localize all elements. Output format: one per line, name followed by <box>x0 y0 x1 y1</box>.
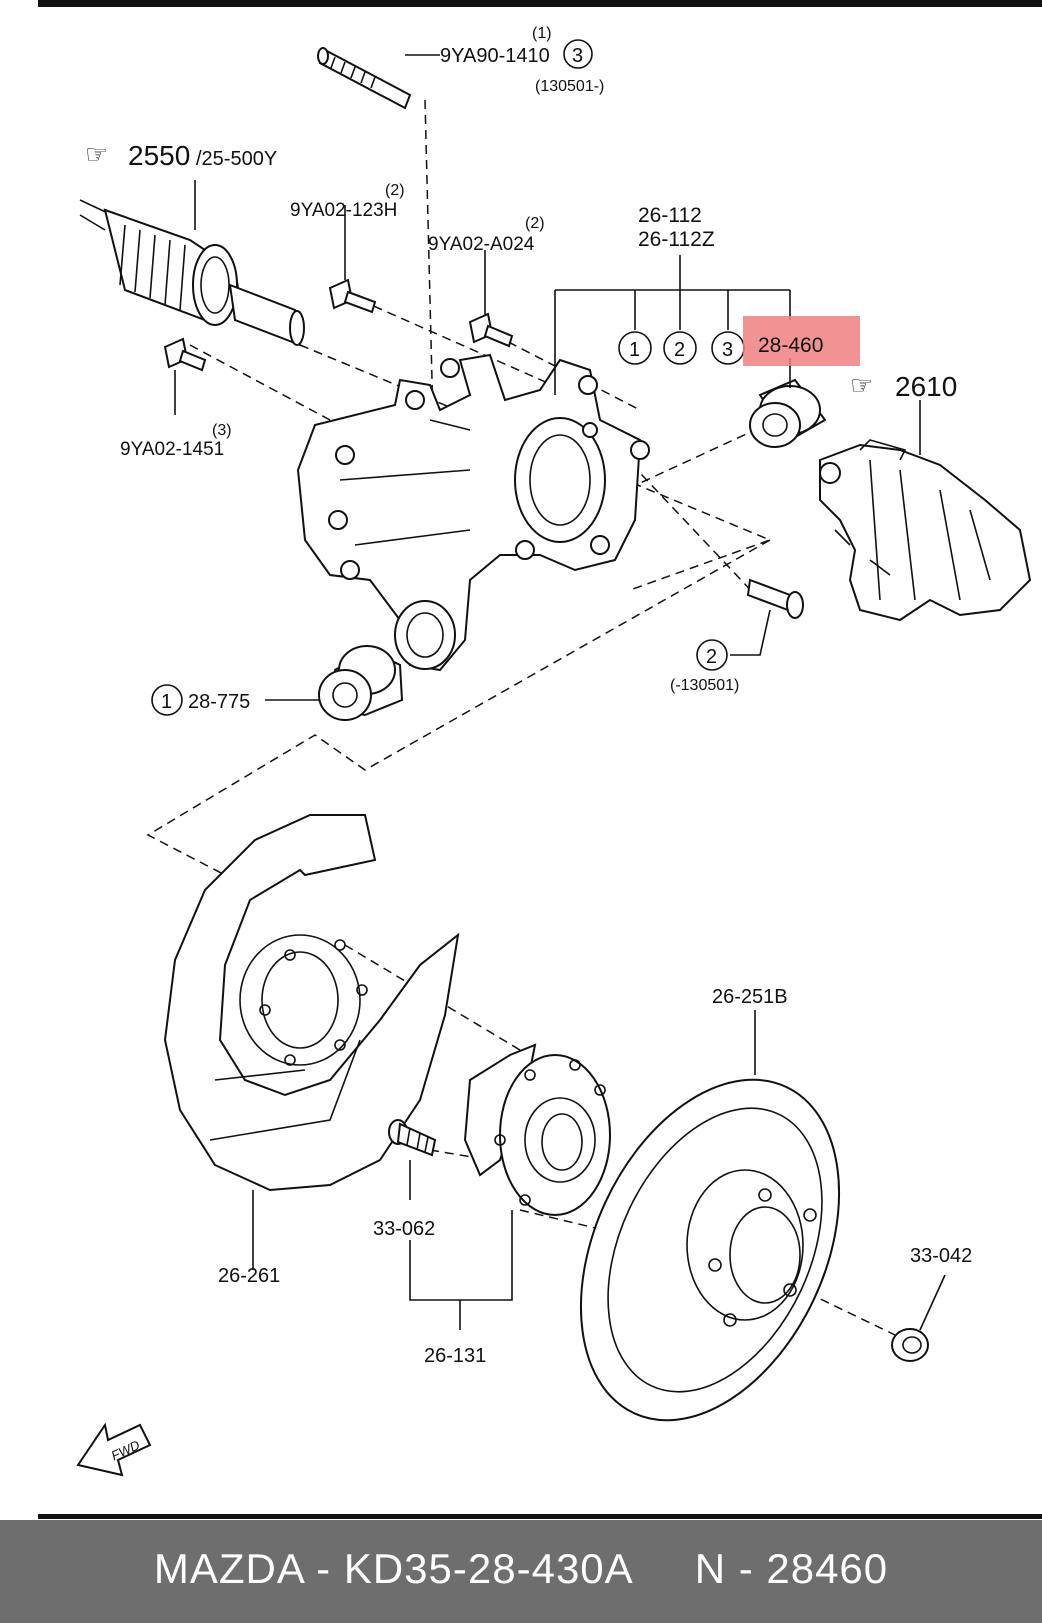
label-circle-2: 2 <box>674 339 685 361</box>
bolt-lower-illustration <box>746 578 804 619</box>
label-bolt-a024: 9YA02-A024 <box>428 234 535 255</box>
bushing-28-460-illustration <box>749 378 827 448</box>
label-knuckle-1: 26-112 <box>638 204 702 227</box>
exploded-parts-diagram: (1) 9YA90-1410 3 (130501-) ☞ 2550 /25-50… <box>76 25 1032 1477</box>
label-ref-2550-sub: /25-500Y <box>196 148 277 170</box>
bolt-9ya02-1451-illustration <box>163 337 207 372</box>
label-bolt-lower-circle: 2 <box>706 646 717 668</box>
label-ref-2550: 2550 <box>128 140 190 171</box>
label-nut: 33-042 <box>910 1245 972 1267</box>
bolt-9ya02-a024-illustration <box>468 312 514 348</box>
label-hub: 26-131 <box>424 1345 486 1367</box>
label-bolt-123h: 9YA02-123H <box>290 200 397 221</box>
bolt-lower-circle-ring <box>696 639 728 671</box>
knuckle-illustration <box>296 353 650 672</box>
brake-disc-illustration <box>579 1078 841 1422</box>
label-bushing-highlight: 28-460 <box>758 334 823 357</box>
hand-pointer-icon: ☞ <box>85 139 108 169</box>
label-stud-date: (130501-) <box>535 78 604 95</box>
label-bolt-1451: 9YA02-1451 <box>120 439 224 460</box>
circle-2-ring <box>663 331 697 365</box>
dust-shield-illustration <box>163 814 460 1192</box>
label-stud-circle: 3 <box>572 45 583 67</box>
label-circle-1: 1 <box>629 339 640 361</box>
label-stud-qty: (1) <box>532 25 552 42</box>
label-stud-circle-ring <box>563 39 593 69</box>
caliper-illustration <box>819 439 1032 622</box>
wheel-nut-illustration <box>891 1328 929 1362</box>
label-hub-bolt: 33-062 <box>373 1218 435 1240</box>
bottom-border <box>38 1514 1042 1519</box>
label-bolt-lower-date: (-130501) <box>670 677 739 694</box>
fwd-arrow-icon: FWD <box>76 1422 152 1477</box>
hub-illustration <box>463 1043 611 1216</box>
hub-bolt-illustration <box>388 1119 437 1157</box>
label-circle-3: 3 <box>722 339 733 361</box>
label-knuckle-2: 26-112Z <box>638 228 715 251</box>
hand-pointer-icon-2610: ☞ <box>850 370 873 400</box>
drive-shaft-illustration <box>79 199 305 347</box>
label-bushing-775: 28-775 <box>188 691 250 713</box>
footer-part-number: MAZDA - KD35-28-430A N - 28460 <box>153 1545 889 1592</box>
label-stud-part: 9YA90-1410 <box>440 45 550 67</box>
label-disc: 26-251B <box>712 986 788 1008</box>
part-labels: (1) 9YA90-1410 3 (130501-) ☞ 2550 /25-50… <box>85 25 972 1367</box>
bushing-28-775-illustration <box>318 645 404 721</box>
leader-lines <box>174 54 946 1331</box>
footer-bar <box>0 1520 1042 1623</box>
label-bolt-a024-qty: (2) <box>525 215 545 232</box>
highlight-box <box>743 316 860 366</box>
label-bolt-1451-qty: (3) <box>212 422 232 439</box>
label-shield: 26-261 <box>218 1265 280 1287</box>
label-ref-2610: 2610 <box>895 371 957 402</box>
stud-bolt-illustration <box>317 47 412 110</box>
label-bushing-775-circle: 1 <box>161 691 172 713</box>
label-bolt-123h-qty: (2) <box>385 182 405 199</box>
bushing-775-circle-ring <box>151 684 183 716</box>
top-border <box>38 0 1042 7</box>
circle-1-ring <box>618 331 652 365</box>
bolt-9ya02-123h-illustration <box>328 278 377 314</box>
